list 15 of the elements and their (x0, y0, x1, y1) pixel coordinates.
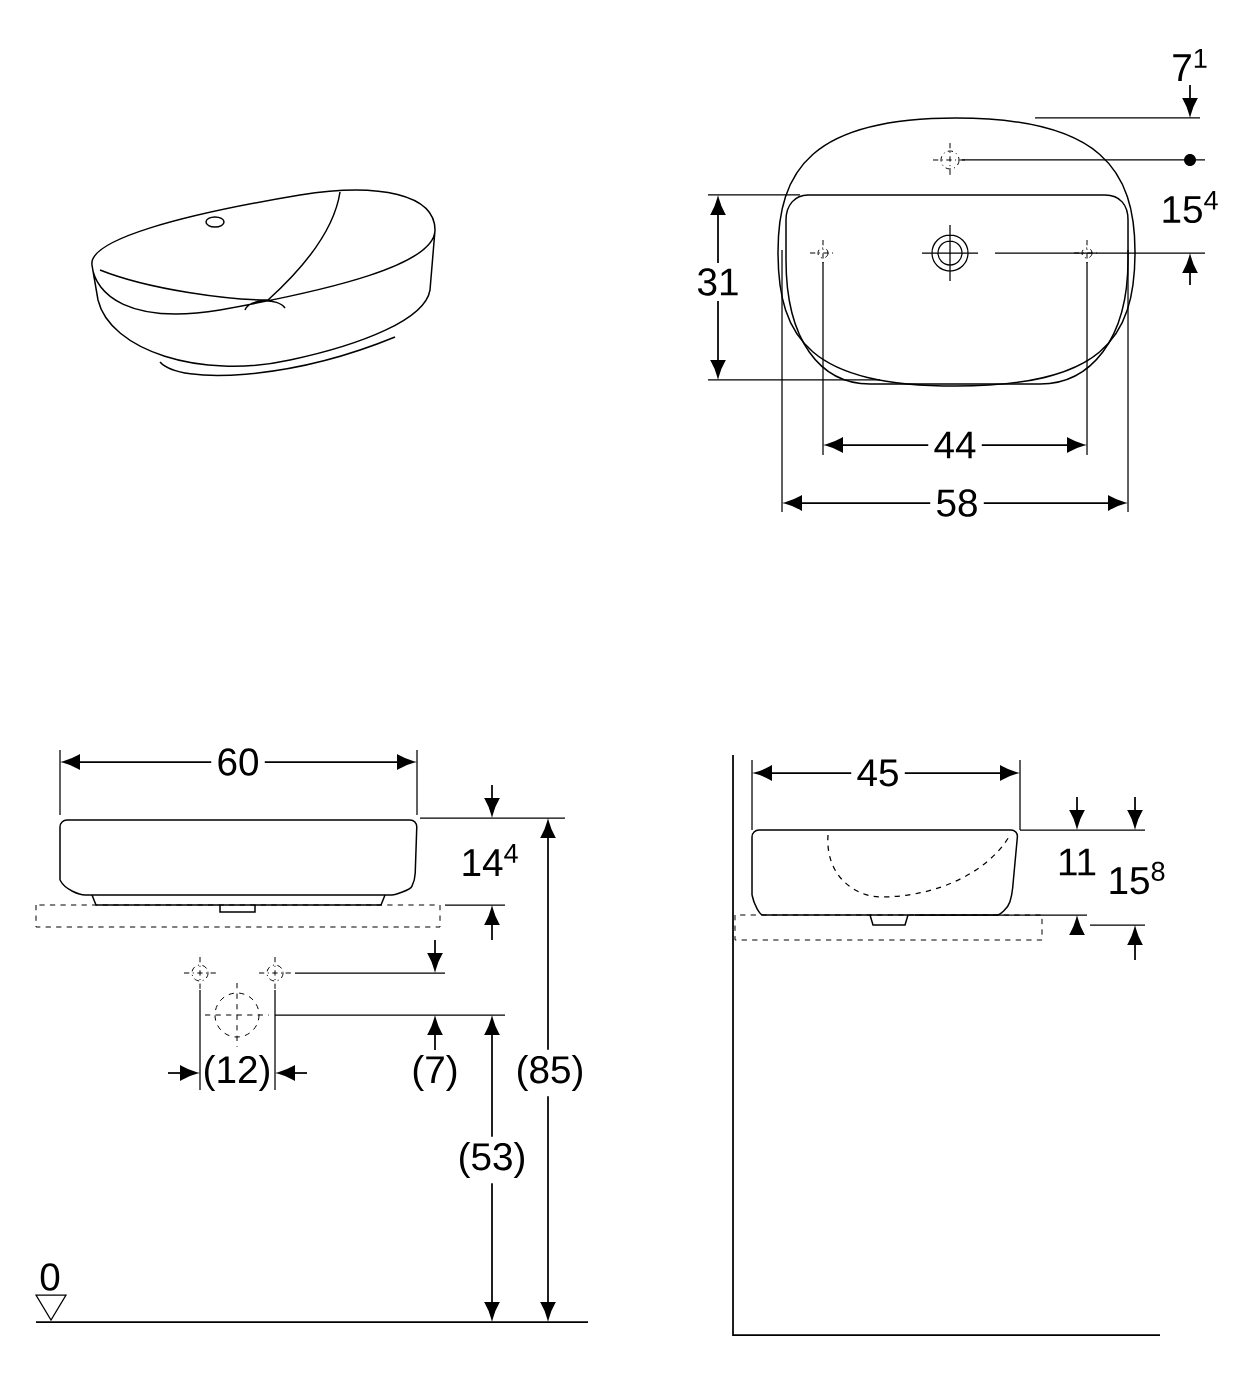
dimension-label: 15$^{8}$ (1110, 861, 1165, 895)
dimension-label: (53) (452, 1136, 532, 1184)
dimension-label: 0 (40, 1263, 60, 1291)
dimension-label: 44 (928, 426, 982, 464)
dimension-label: 11 (1059, 848, 1096, 876)
dimension-label: (85) (510, 1049, 590, 1097)
dimension-label: 31 (691, 263, 745, 301)
dimension-label: 7$^{1}$ (1173, 49, 1207, 81)
dimension-label: (7) (413, 1055, 457, 1091)
dimension-label: 58 (930, 484, 984, 522)
dimension-label: 45 (851, 754, 905, 792)
dimension-label: 14$^{4}$ (463, 844, 518, 876)
dimension-label: (12) (205, 1055, 269, 1091)
dimension-label: 60 (211, 743, 265, 781)
dimension-label: 15$^{4}$ (1163, 190, 1218, 224)
